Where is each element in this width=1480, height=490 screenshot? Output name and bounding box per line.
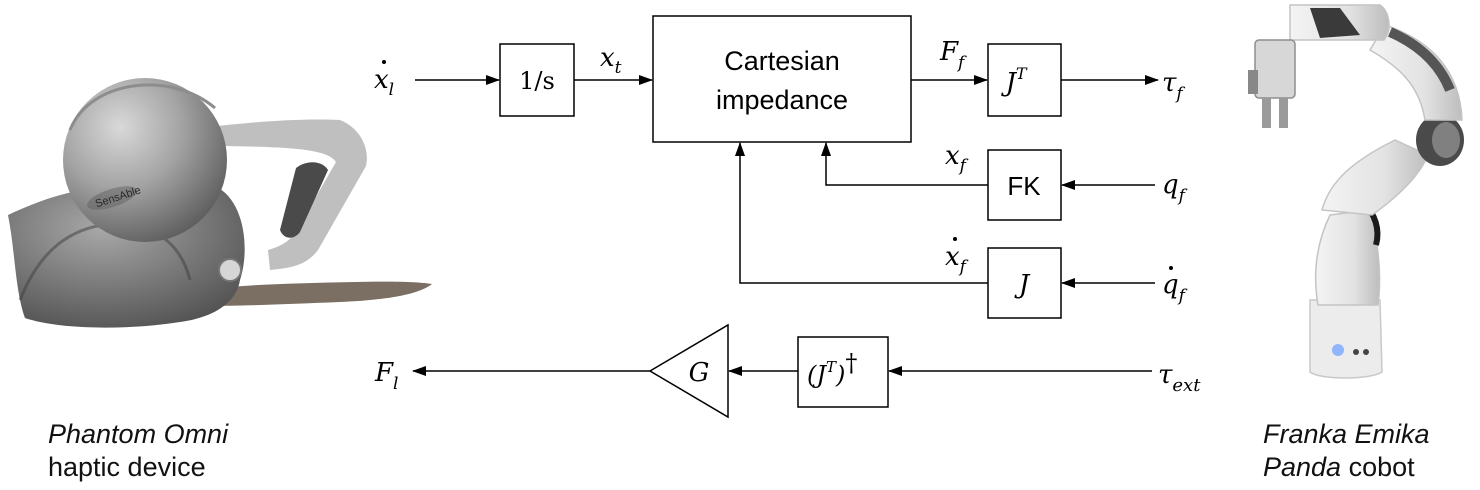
svg-text:xf: xf — [945, 242, 969, 277]
panda-name: Panda — [1263, 452, 1342, 482]
xf-dot-label: xf — [945, 237, 969, 277]
phantom-omni-caption: Phantom Omni haptic device — [48, 418, 228, 484]
pseudo-inverse-label: (JT)† — [807, 349, 857, 389]
jacobian-transpose-label: JT — [1000, 64, 1027, 98]
xf-label: xf — [945, 141, 969, 176]
gain-label: G — [689, 358, 710, 388]
phantom-omni-description: haptic device — [48, 452, 206, 482]
Fl-label: Fl — [374, 358, 398, 394]
franka-emika-name: Franka Emika — [1263, 419, 1430, 449]
cartesian-impedance-block — [652, 15, 912, 143]
integrator-block — [499, 43, 575, 117]
xf-feedback-arrow — [821, 142, 988, 186]
panda-description: cobot — [1341, 452, 1415, 482]
pseudo-inverse-block — [797, 336, 889, 408]
qf-dot-label: qf — [1162, 266, 1188, 306]
fk-label: FK — [1007, 171, 1041, 201]
Ff-label: Ff — [939, 37, 967, 73]
qf-label: qf — [1162, 170, 1188, 206]
impedance-label-line2: impedance — [716, 85, 848, 115]
franka-panda-image — [1248, 4, 1464, 379]
tau-f-label: τf — [1162, 68, 1185, 104]
integrator-label: 1/s — [519, 67, 555, 95]
xf-dot-feedback-arrow — [735, 142, 988, 284]
phantom-gimbal-ball — [63, 78, 227, 242]
svg-text:qf: qf — [1162, 270, 1188, 306]
jacobian-label: J — [1014, 270, 1031, 300]
phantom-omni-name: Phantom Omni — [48, 419, 229, 449]
phantom-omni-image: SensAble — [8, 78, 432, 328]
svg-text:xl: xl — [374, 65, 394, 100]
tau-ext-label: τext — [1158, 360, 1201, 396]
xt-label: xt — [600, 43, 622, 78]
impedance-label-line1: Cartesian — [724, 46, 840, 76]
xl-dot-label: xl — [374, 60, 394, 100]
franka-panda-caption: Franka Emika Panda cobot — [1263, 418, 1430, 484]
